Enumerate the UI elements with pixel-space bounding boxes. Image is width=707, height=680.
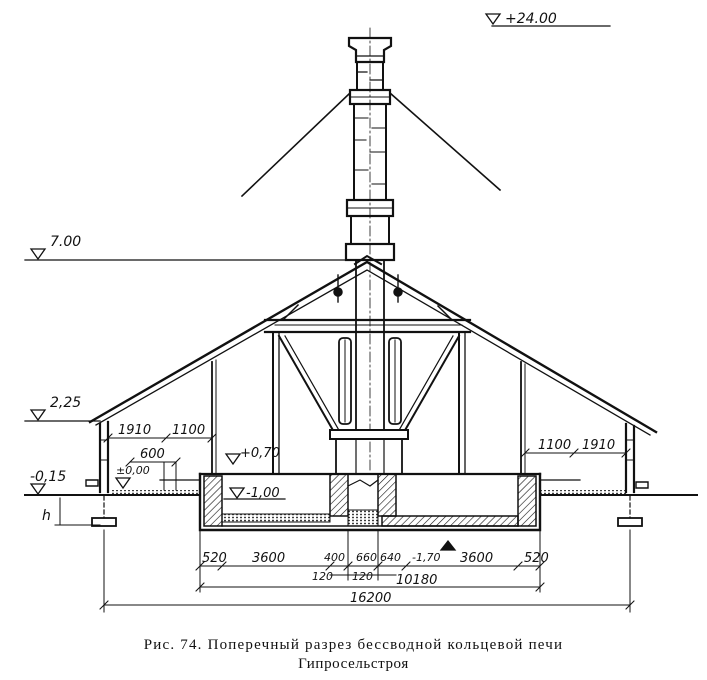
- dimension-labels: 1910 1100 600 1100 1910 520 3600 400 660…: [118, 423, 615, 606]
- level-flue-bottom: -1,70: [412, 551, 440, 564]
- side-walls: [85, 420, 649, 527]
- dim-400: 400: [324, 551, 345, 564]
- level-foundation: h: [42, 508, 51, 524]
- level-floor-zero: ±0,00: [116, 464, 150, 477]
- dim-right-1910: 1910: [582, 438, 615, 453]
- dim-520-left: 520: [202, 551, 227, 566]
- dim-left-1910: 1910: [118, 423, 151, 438]
- level-labels: +24.00 7.00 2,25 -0,15 ±0,00 +0,70 -1,00…: [30, 11, 557, 564]
- figure-caption: Рис. 74. Поперечный разрез бессводной ко…: [143, 637, 564, 653]
- chimney: [344, 27, 396, 471]
- level-platform: +0,70: [240, 446, 280, 461]
- level-pit: -1,00: [246, 486, 280, 501]
- dim-total-inner: 10180: [396, 573, 437, 588]
- dim-total-outer: 16200: [350, 591, 391, 606]
- dim-3600-left: 3600: [252, 551, 285, 566]
- dimension-lines: [59, 433, 635, 613]
- dim-left-600: 600: [140, 447, 165, 462]
- dim-640: 640: [380, 551, 401, 564]
- level-ridge: 7.00: [50, 234, 81, 250]
- dim-3600-right: 3600: [460, 551, 493, 566]
- dim-right-1100: 1100: [538, 438, 571, 453]
- ground: [24, 479, 698, 526]
- dim-left-1100: 1100: [172, 423, 205, 438]
- level-top: +24.00: [505, 11, 557, 27]
- dim-120-right: 120: [352, 570, 373, 583]
- level-ground: -0,15: [30, 469, 66, 485]
- kiln-body: [198, 472, 542, 532]
- level-eave: 2,25: [50, 395, 81, 411]
- roof: [88, 254, 658, 475]
- figure-caption-line2: Гипросельстроя: [298, 656, 409, 672]
- dim-660: 660: [356, 551, 377, 564]
- dim-520-right: 520: [524, 551, 549, 566]
- level-markers: [24, 13, 611, 551]
- guy-wires: [240, 91, 502, 198]
- dim-120-left: 120: [312, 570, 333, 583]
